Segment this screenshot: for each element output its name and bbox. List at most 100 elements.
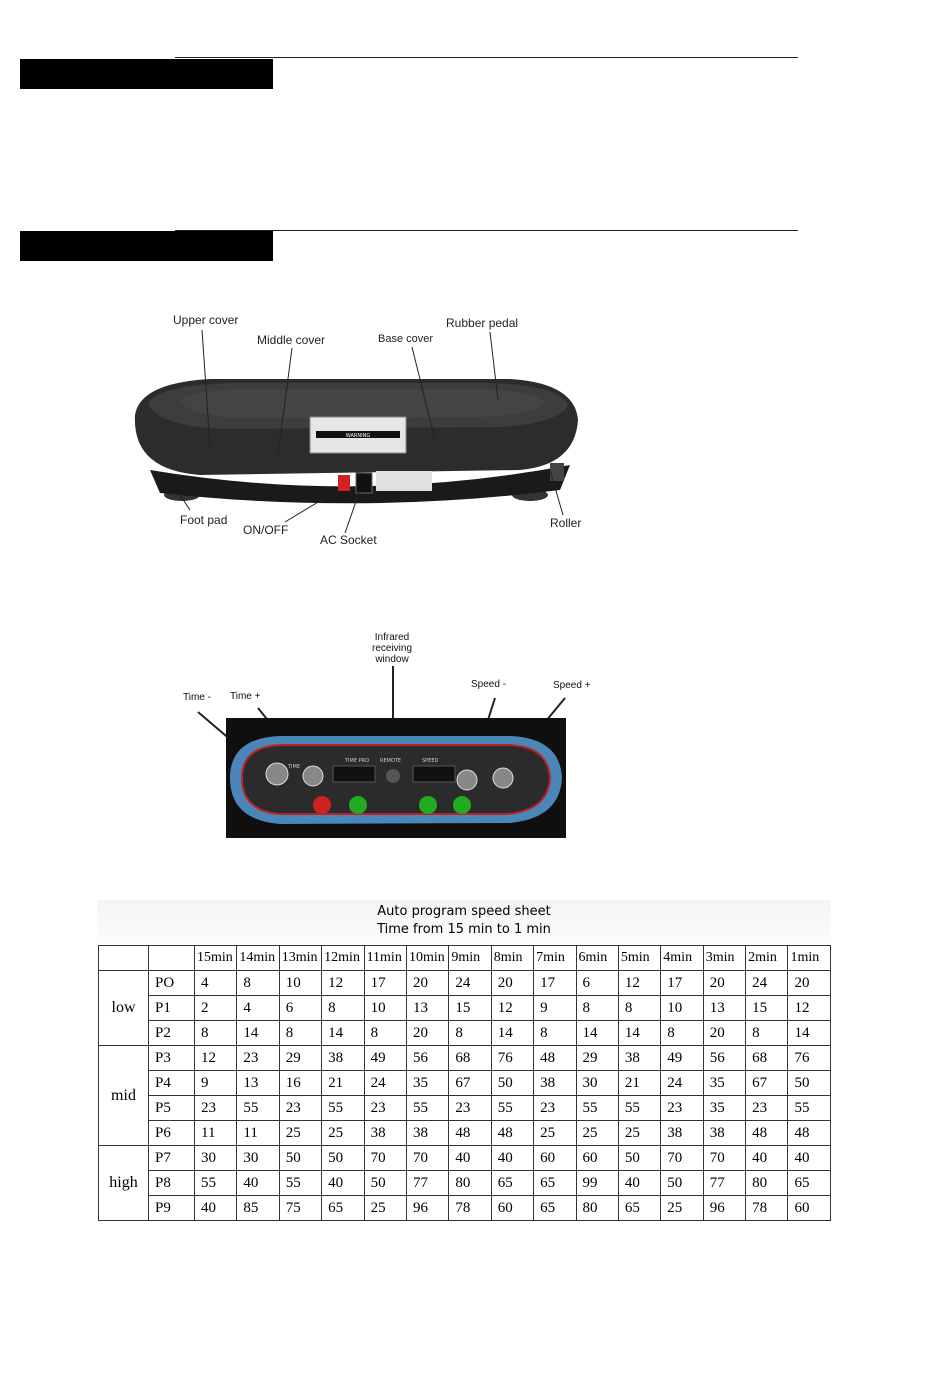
speed-value-cell: 85 [236, 1195, 280, 1221]
column-header: 10min [405, 945, 450, 971]
speed-value-cell: 29 [278, 1045, 323, 1071]
program-cell: P3 [148, 1045, 195, 1071]
speed-value-cell: 55 [575, 1095, 619, 1121]
speed-value-cell: 77 [405, 1170, 450, 1196]
label-time-plus: Time + [230, 691, 261, 702]
speed-value-cell: 50 [321, 1145, 365, 1171]
column-header: 9min [448, 945, 492, 971]
speed-value-cell: 96 [405, 1195, 450, 1221]
speed-value-cell: 56 [702, 1045, 747, 1071]
svg-text:TIME: TIME [287, 764, 300, 770]
speed-value-cell: 50 [490, 1070, 535, 1096]
speed-value-cell: 50 [278, 1145, 323, 1171]
speed-value-cell: 55 [617, 1095, 662, 1121]
speed-value-cell: 8 [745, 1020, 789, 1046]
header-program-cell [148, 945, 195, 971]
speed-value-cell: 12 [617, 970, 662, 996]
column-header: 5min [617, 945, 662, 971]
speed-value-cell: 96 [702, 1195, 747, 1221]
speed-value-cell: 4 [236, 995, 280, 1021]
speed-value-cell: 15 [745, 995, 789, 1021]
label-base-cover: Base cover [378, 333, 434, 345]
speed-value-cell: 20 [787, 970, 831, 996]
speed-value-cell: 25 [363, 1195, 407, 1221]
column-header: 1min [787, 945, 831, 971]
speed-value-cell: 35 [702, 1070, 747, 1096]
speed-value-cell: 17 [533, 970, 577, 996]
speed-value-cell: 8 [363, 1020, 407, 1046]
speed-value-cell: 8 [193, 1020, 238, 1046]
program-cell: P7 [148, 1145, 195, 1171]
column-header: 7min [533, 945, 577, 971]
speed-value-cell: 67 [448, 1070, 492, 1096]
speed-value-cell: 25 [575, 1120, 619, 1146]
speed-value-cell: 30 [193, 1145, 238, 1171]
speed-value-cell: 40 [321, 1170, 365, 1196]
top-rule [175, 57, 798, 58]
program-cell: P8 [148, 1170, 195, 1196]
program-cell: PO [148, 970, 195, 996]
speed-value-cell: 23 [363, 1095, 407, 1121]
speed-value-cell: 20 [702, 970, 747, 996]
speed-value-cell: 40 [745, 1145, 789, 1171]
speed-value-cell: 55 [193, 1170, 238, 1196]
speed-value-cell: 11 [193, 1120, 238, 1146]
speed-value-cell: 40 [787, 1145, 831, 1171]
speed-value-cell: 77 [702, 1170, 747, 1196]
column-header: 2min [745, 945, 789, 971]
section-header-bar-2 [20, 231, 273, 261]
section-header-bar-1 [20, 59, 273, 89]
speed-value-cell: 65 [490, 1170, 535, 1196]
speed-value-cell: 9 [193, 1070, 238, 1096]
speed-value-cell: 70 [363, 1145, 407, 1171]
column-header: 12min [321, 945, 365, 971]
speed-value-cell: 16 [278, 1070, 323, 1096]
column-header: 11min [363, 945, 407, 971]
program-cell: P4 [148, 1070, 195, 1096]
speed-value-cell: 65 [617, 1195, 662, 1221]
speed-value-cell: 30 [575, 1070, 619, 1096]
program-cell: P2 [148, 1020, 195, 1046]
speed-value-cell: 24 [448, 970, 492, 996]
speed-value-cell: 78 [448, 1195, 492, 1221]
speed-value-cell: 20 [405, 970, 450, 996]
speed-value-cell: 21 [617, 1070, 662, 1096]
speed-value-cell: 25 [617, 1120, 662, 1146]
speed-value-cell: 23 [533, 1095, 577, 1121]
header-corner-cell [98, 945, 149, 971]
column-header: 3min [702, 945, 747, 971]
speed-value-cell: 30 [236, 1145, 280, 1171]
speed-value-cell: 76 [490, 1045, 535, 1071]
speed-value-cell: 25 [321, 1120, 365, 1146]
speed-value-cell: 35 [405, 1070, 450, 1096]
speed-value-cell: 12 [321, 970, 365, 996]
speed-value-cell: 20 [702, 1020, 747, 1046]
speed-value-cell: 14 [787, 1020, 831, 1046]
speed-value-cell: 65 [321, 1195, 365, 1221]
speed-value-cell: 38 [660, 1120, 704, 1146]
svg-text:WARNING: WARNING [346, 433, 371, 439]
speed-value-cell: 38 [617, 1045, 662, 1071]
label-speed-plus: Speed + [553, 680, 591, 691]
speed-value-cell: 55 [787, 1095, 831, 1121]
speed-value-cell: 60 [575, 1145, 619, 1171]
speed-value-cell: 8 [321, 995, 365, 1021]
column-header: 15min [193, 945, 238, 971]
speed-value-cell: 65 [533, 1170, 577, 1196]
sheet-header-band [97, 900, 831, 944]
speed-value-cell: 24 [745, 970, 789, 996]
speed-value-cell: 80 [448, 1170, 492, 1196]
speed-value-cell: 55 [405, 1095, 450, 1121]
speed-value-cell: 14 [490, 1020, 535, 1046]
speed-value-cell: 23 [193, 1095, 238, 1121]
speed-value-cell: 70 [660, 1145, 704, 1171]
speed-value-cell: 10 [363, 995, 407, 1021]
speed-value-cell: 4 [193, 970, 238, 996]
speed-value-cell: 49 [660, 1045, 704, 1071]
product-photo: WARNING [120, 305, 600, 560]
